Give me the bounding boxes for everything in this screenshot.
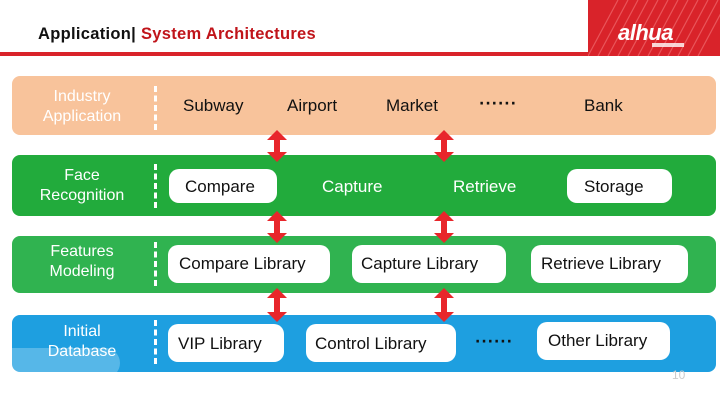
item-compare: Compare (185, 177, 255, 196)
item-storage: Storage (584, 177, 644, 196)
title-separator: | (131, 25, 137, 43)
page-title: Application| System Architectures (38, 25, 316, 44)
row-label-line: Face (64, 167, 100, 184)
item-vip-library: VIP Library (178, 334, 262, 353)
item-subway: Subway (183, 96, 244, 115)
divider-dashed (154, 320, 157, 364)
page-number: 10 (672, 368, 686, 382)
footer-decoration (0, 348, 120, 378)
item-capture-library: Capture Library (361, 254, 479, 273)
item-airport: Airport (287, 96, 338, 115)
title-rule (0, 52, 588, 56)
divider-dashed (154, 86, 157, 130)
item-retrieve-library: Retrieve Library (541, 254, 661, 273)
item-bank: Bank (584, 96, 623, 115)
row-label-line: Features (50, 243, 114, 260)
divider-dashed (154, 164, 157, 208)
pill-control-library (306, 324, 456, 362)
title-section: System Architectures (140, 25, 316, 43)
row-label-line: Database (47, 343, 117, 360)
item-retrieve: Retrieve (453, 177, 517, 196)
brand-logo: alhua (618, 20, 673, 46)
double-arrow-icon (267, 130, 287, 162)
row-label-line: Initial (63, 323, 101, 340)
double-arrow-icon (267, 288, 287, 322)
row-label-industry-application: Industry Application (12, 87, 152, 127)
pill-storage (567, 169, 672, 203)
pill-retrieve-library (531, 245, 688, 283)
row-label-line: Modeling (49, 263, 115, 280)
more-ellipsis: ······ (475, 334, 513, 350)
title-application: Application (38, 25, 132, 43)
double-arrow-icon (434, 130, 454, 162)
item-compare-library: Compare Library (179, 254, 306, 273)
item-capture: Capture (322, 177, 383, 196)
row-label-line: Industry (53, 88, 111, 105)
double-arrow-icon (434, 211, 454, 243)
item-control-library: Control Library (315, 334, 427, 353)
band-industry-application (12, 76, 716, 135)
row-label-features-modeling: Features Modeling (12, 242, 152, 282)
brand-logo-text: alhua (618, 20, 673, 45)
row-label-initial-database: Initial Database (12, 322, 152, 362)
row-label-face-recognition: Face Recognition (12, 166, 152, 206)
pill-capture-library (352, 245, 506, 283)
pill-vip-library (168, 324, 284, 362)
item-market: Market (386, 96, 438, 115)
pill-compare (169, 169, 277, 203)
row-label-line: Application (42, 108, 122, 125)
divider-dashed (154, 242, 157, 286)
double-arrow-icon (267, 211, 287, 243)
double-arrow-icon (434, 288, 454, 322)
pill-compare-library (168, 245, 330, 283)
brand-logo-underline (652, 43, 684, 47)
pill-other-library (537, 322, 670, 360)
item-other-library: Other Library (548, 331, 648, 350)
row-label-line: Recognition (39, 187, 125, 204)
more-ellipsis: ······ (479, 96, 517, 112)
